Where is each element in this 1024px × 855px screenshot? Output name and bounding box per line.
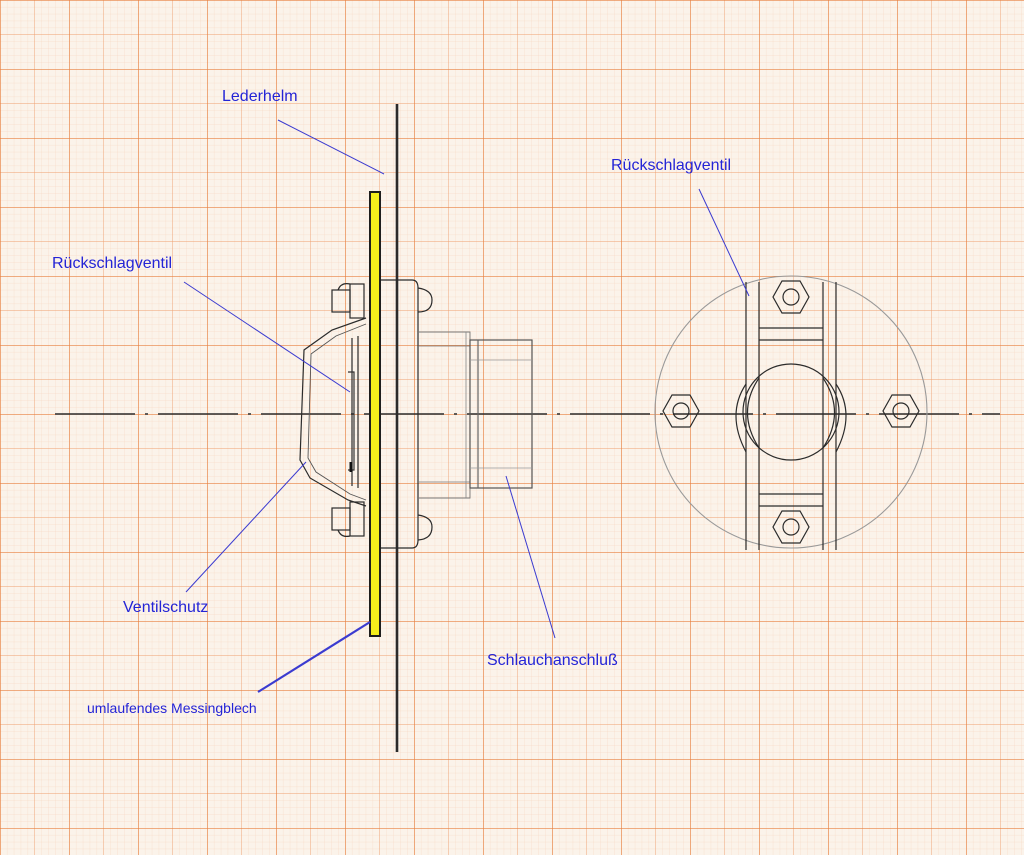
label-rueckschlagventil-left: Rückschlagventil <box>52 255 173 272</box>
hex-nut-icon <box>331 283 365 537</box>
label-ventilschutz: Ventilschutz <box>123 599 209 616</box>
label-lederhelm: Lederhelm <box>222 88 298 105</box>
label-rueckschlagventil-right: Rückschlagventil <box>611 157 732 174</box>
leader-rueckschlagventil-left <box>183 281 351 393</box>
leader-ventilschutz <box>185 461 307 593</box>
leader-messingblech <box>257 621 371 693</box>
leader-rueckschlagventil-right <box>698 188 750 297</box>
label-schlauchanschluss: Schlauchanschluß <box>487 652 618 669</box>
leader-lines <box>183 119 750 693</box>
valve-side-view <box>378 279 533 549</box>
brass-sheet <box>369 191 381 637</box>
label-messingblech: umlaufendes Messingblech <box>87 700 257 716</box>
valve-front-view <box>654 275 928 550</box>
leader-lederhelm <box>277 119 385 175</box>
leader-schlauchanschluss <box>505 475 556 639</box>
valve-guard <box>299 317 367 507</box>
hex-nut-icon <box>662 280 920 544</box>
